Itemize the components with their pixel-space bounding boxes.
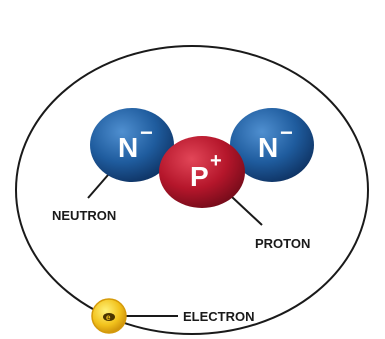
- neutron-label: NEUTRON: [52, 208, 116, 223]
- neutron-left-charge: −: [140, 120, 153, 145]
- electron: e: [91, 298, 127, 334]
- neutron-left: N −: [90, 108, 174, 182]
- electron-symbol: e: [106, 313, 111, 322]
- proton-symbol: P: [190, 161, 209, 192]
- proton: P +: [159, 136, 245, 208]
- neutron-pointer-line: [87, 174, 109, 199]
- electron-label: ELECTRON: [183, 309, 255, 324]
- neutron-left-symbol: N: [118, 132, 138, 163]
- atom-boundary: [15, 45, 369, 335]
- proton-label: PROTON: [255, 236, 310, 251]
- proton-pointer-line: [231, 196, 263, 226]
- neutron-right-symbol: N: [258, 132, 278, 163]
- neutron-right-charge: −: [280, 120, 293, 145]
- neutron-right: N −: [230, 108, 314, 182]
- proton-charge: +: [210, 150, 222, 172]
